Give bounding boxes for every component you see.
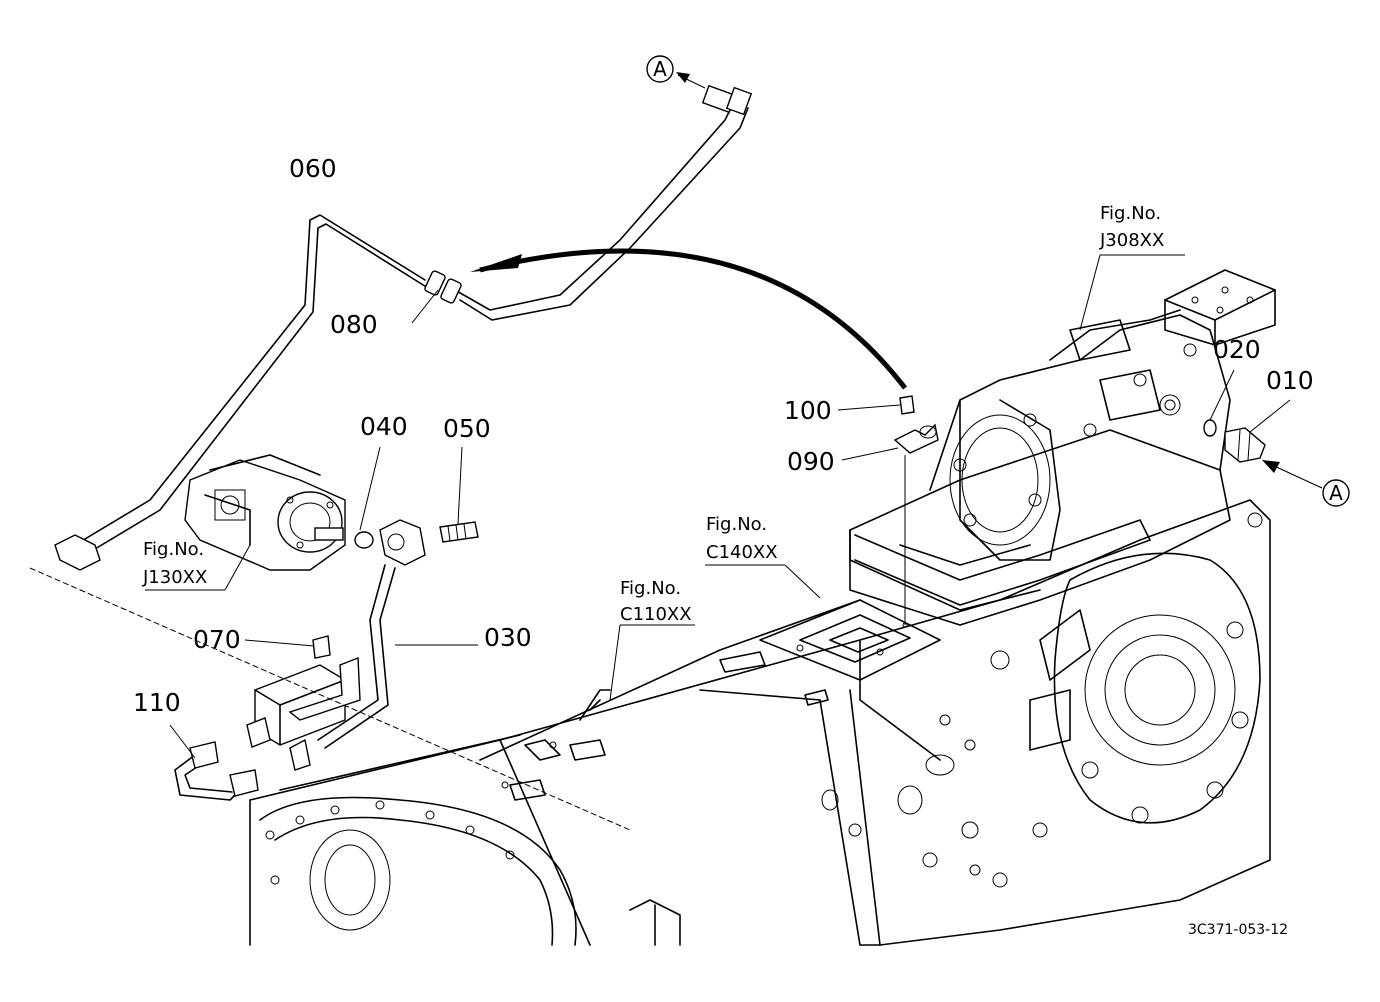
fig-ref-c140: C140XX bbox=[706, 542, 778, 563]
o-ring-040 bbox=[354, 531, 374, 549]
routing-arrow bbox=[479, 248, 907, 390]
connection-arrow-top bbox=[676, 72, 706, 89]
callout-050: 050 bbox=[443, 414, 491, 443]
fig-ref-j308: J308XX bbox=[1099, 230, 1164, 251]
callout-030: 030 bbox=[484, 623, 532, 652]
drawing-code: 3C371-053-12 bbox=[1188, 922, 1288, 938]
routing-arrowhead bbox=[470, 254, 522, 272]
fig-ref-label-j308: Fig.No. bbox=[1100, 203, 1161, 224]
callout-090: 090 bbox=[787, 447, 835, 476]
svg-text:A: A bbox=[1329, 481, 1343, 505]
hydraulic-pump bbox=[184, 454, 346, 571]
connection-mark-right: A bbox=[1322, 479, 1350, 507]
callout-100: 100 bbox=[784, 396, 832, 425]
pipe-060 bbox=[54, 84, 753, 571]
fig-ref-label-j130: Fig.No. bbox=[143, 539, 204, 560]
fig-ref-label-c110: Fig.No. bbox=[620, 578, 681, 599]
hydraulic-cylinder-case bbox=[849, 269, 1276, 628]
callout-080: 080 bbox=[330, 310, 378, 339]
fig-ref-j130: J130XX bbox=[142, 567, 207, 588]
pipe-110 bbox=[174, 741, 259, 801]
callout-060: 060 bbox=[289, 154, 337, 183]
fig-ref-c110: C110XX bbox=[620, 604, 692, 625]
bolt-100 bbox=[899, 395, 915, 415]
pipe-030 bbox=[317, 564, 396, 749]
connection-mark-top: A bbox=[646, 55, 674, 83]
o-ring-020 bbox=[1203, 419, 1217, 437]
callout-070: 070 bbox=[193, 625, 241, 654]
callout-020: 020 bbox=[1213, 335, 1261, 364]
flange-030 bbox=[379, 519, 426, 566]
transmission-housing bbox=[249, 499, 1271, 946]
grommet-080 bbox=[424, 270, 462, 304]
callout-110: 110 bbox=[133, 688, 181, 717]
leader-lines bbox=[29, 254, 1291, 831]
connection-arrow-right bbox=[1262, 460, 1323, 489]
fitting-010 bbox=[1224, 427, 1266, 463]
bolt-050 bbox=[439, 521, 479, 543]
callout-040: 040 bbox=[360, 412, 408, 441]
callout-010: 010 bbox=[1266, 366, 1314, 395]
fig-ref-label-c140: Fig.No. bbox=[706, 514, 767, 535]
connector-block bbox=[246, 635, 361, 771]
clamp-090 bbox=[893, 423, 939, 454]
svg-text:A: A bbox=[653, 57, 667, 81]
